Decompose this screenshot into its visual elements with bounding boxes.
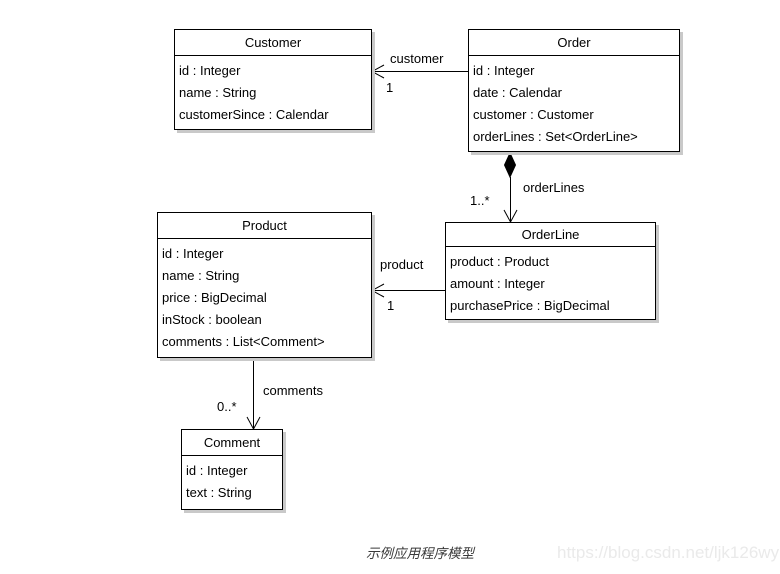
class-attributes: id : Integer text : String <box>182 456 282 504</box>
class-attribute: product : Product <box>450 254 549 269</box>
class-attribute: inStock : boolean <box>162 312 262 327</box>
multiplicity-product: 1 <box>387 298 395 313</box>
edge-product-comment <box>246 358 261 431</box>
class-title: Customer <box>175 30 371 56</box>
class-title: Order <box>469 30 679 56</box>
open-arrowhead-icon <box>370 283 385 298</box>
class-attribute: amount : Integer <box>450 276 545 291</box>
composition-diamond-icon <box>503 151 517 179</box>
class-attribute: id : Integer <box>186 463 248 478</box>
multiplicity-orderlines: 1..* <box>470 193 490 208</box>
class-attribute: customer : Customer <box>473 107 594 122</box>
association-label-orderlines: orderLines <box>523 180 585 195</box>
class-attribute: name : String <box>179 85 257 100</box>
multiplicity-comments: 0..* <box>217 399 237 414</box>
association-label-customer: customer <box>390 51 444 66</box>
class-box-orderline: OrderLine product : Product amount : Int… <box>445 222 656 320</box>
class-attributes: id : Integer name : String price : BigDe… <box>158 239 371 353</box>
class-attribute: date : Calendar <box>473 85 562 100</box>
blog-watermark: https://blog.csdn.net/ljk126wy <box>557 543 780 562</box>
class-attribute: purchasePrice : BigDecimal <box>450 298 610 313</box>
class-attributes: id : Integer date : Calendar customer : … <box>469 56 679 148</box>
class-attribute: customerSince : Calendar <box>179 107 329 122</box>
class-attributes: id : Integer name : String customerSince… <box>175 56 371 126</box>
edge-order-customer <box>370 64 468 79</box>
association-label-comments: comments <box>263 383 323 398</box>
class-title: Comment <box>182 430 282 456</box>
class-box-comment: Comment id : Integer text : String <box>181 429 283 510</box>
association-label-product: product <box>380 257 424 272</box>
edge-orderline-product <box>370 283 445 298</box>
class-attribute: text : String <box>186 485 252 500</box>
class-attribute: id : Integer <box>179 63 241 78</box>
class-attribute: id : Integer <box>162 246 224 261</box>
class-attributes: product : Product amount : Integer purch… <box>446 247 655 317</box>
edge-order-orderline <box>503 151 518 224</box>
class-title: Product <box>158 213 371 239</box>
diagram-caption: 示例应用程序模型 <box>366 546 474 561</box>
class-box-order: Order id : Integer date : Calendar custo… <box>468 29 680 152</box>
class-box-product: Product id : Integer name : String price… <box>157 212 372 358</box>
class-box-customer: Customer id : Integer name : String cust… <box>174 29 372 130</box>
class-attribute: orderLines : Set<OrderLine> <box>473 129 638 144</box>
class-attribute: price : BigDecimal <box>162 290 267 305</box>
class-title: OrderLine <box>446 223 655 247</box>
class-attribute: name : String <box>162 268 240 283</box>
multiplicity-customer: 1 <box>386 80 394 95</box>
open-arrowhead-icon <box>370 64 385 79</box>
class-attribute: comments : List<Comment> <box>162 334 325 349</box>
class-attribute: id : Integer <box>473 63 535 78</box>
